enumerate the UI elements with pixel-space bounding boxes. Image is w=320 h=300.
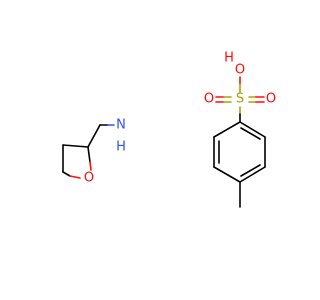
bond-c2-ch2 xyxy=(87,124,101,148)
hydroxyl-oxygen-label: O xyxy=(235,63,245,78)
bond-o-c4-half xyxy=(69,175,81,179)
oxetane-amine-molecule: O N H xyxy=(62,118,126,186)
ring-double-1 xyxy=(240,127,261,140)
ring-bond-3 xyxy=(239,166,266,183)
ring-bond-4 xyxy=(213,166,241,183)
bond-o-c2-half xyxy=(89,161,92,171)
oxo-right-label: O xyxy=(266,92,276,107)
bond-o-c2 xyxy=(87,146,91,163)
ring-bond-1 xyxy=(239,121,266,138)
oxo-left-label: O xyxy=(204,92,214,107)
bond-c2-c3 xyxy=(62,144,89,148)
hydroxyl-hydrogen-label: H xyxy=(224,51,234,66)
amine-nitrogen-label: N xyxy=(116,118,126,133)
ring-bond-6 xyxy=(213,121,241,138)
structure-svg: O N H H O S O xyxy=(62,51,276,208)
ring-oxygen-label: O xyxy=(84,171,94,186)
amine-hydrogen-label: H xyxy=(116,140,126,155)
structure-diagram: O N H H O S O xyxy=(62,51,276,208)
bond-c4-o xyxy=(62,171,71,177)
sulfur-label: S xyxy=(236,92,244,107)
tosic-acid-molecule: H O S O O xyxy=(204,51,276,208)
ring-double-2 xyxy=(240,164,261,177)
